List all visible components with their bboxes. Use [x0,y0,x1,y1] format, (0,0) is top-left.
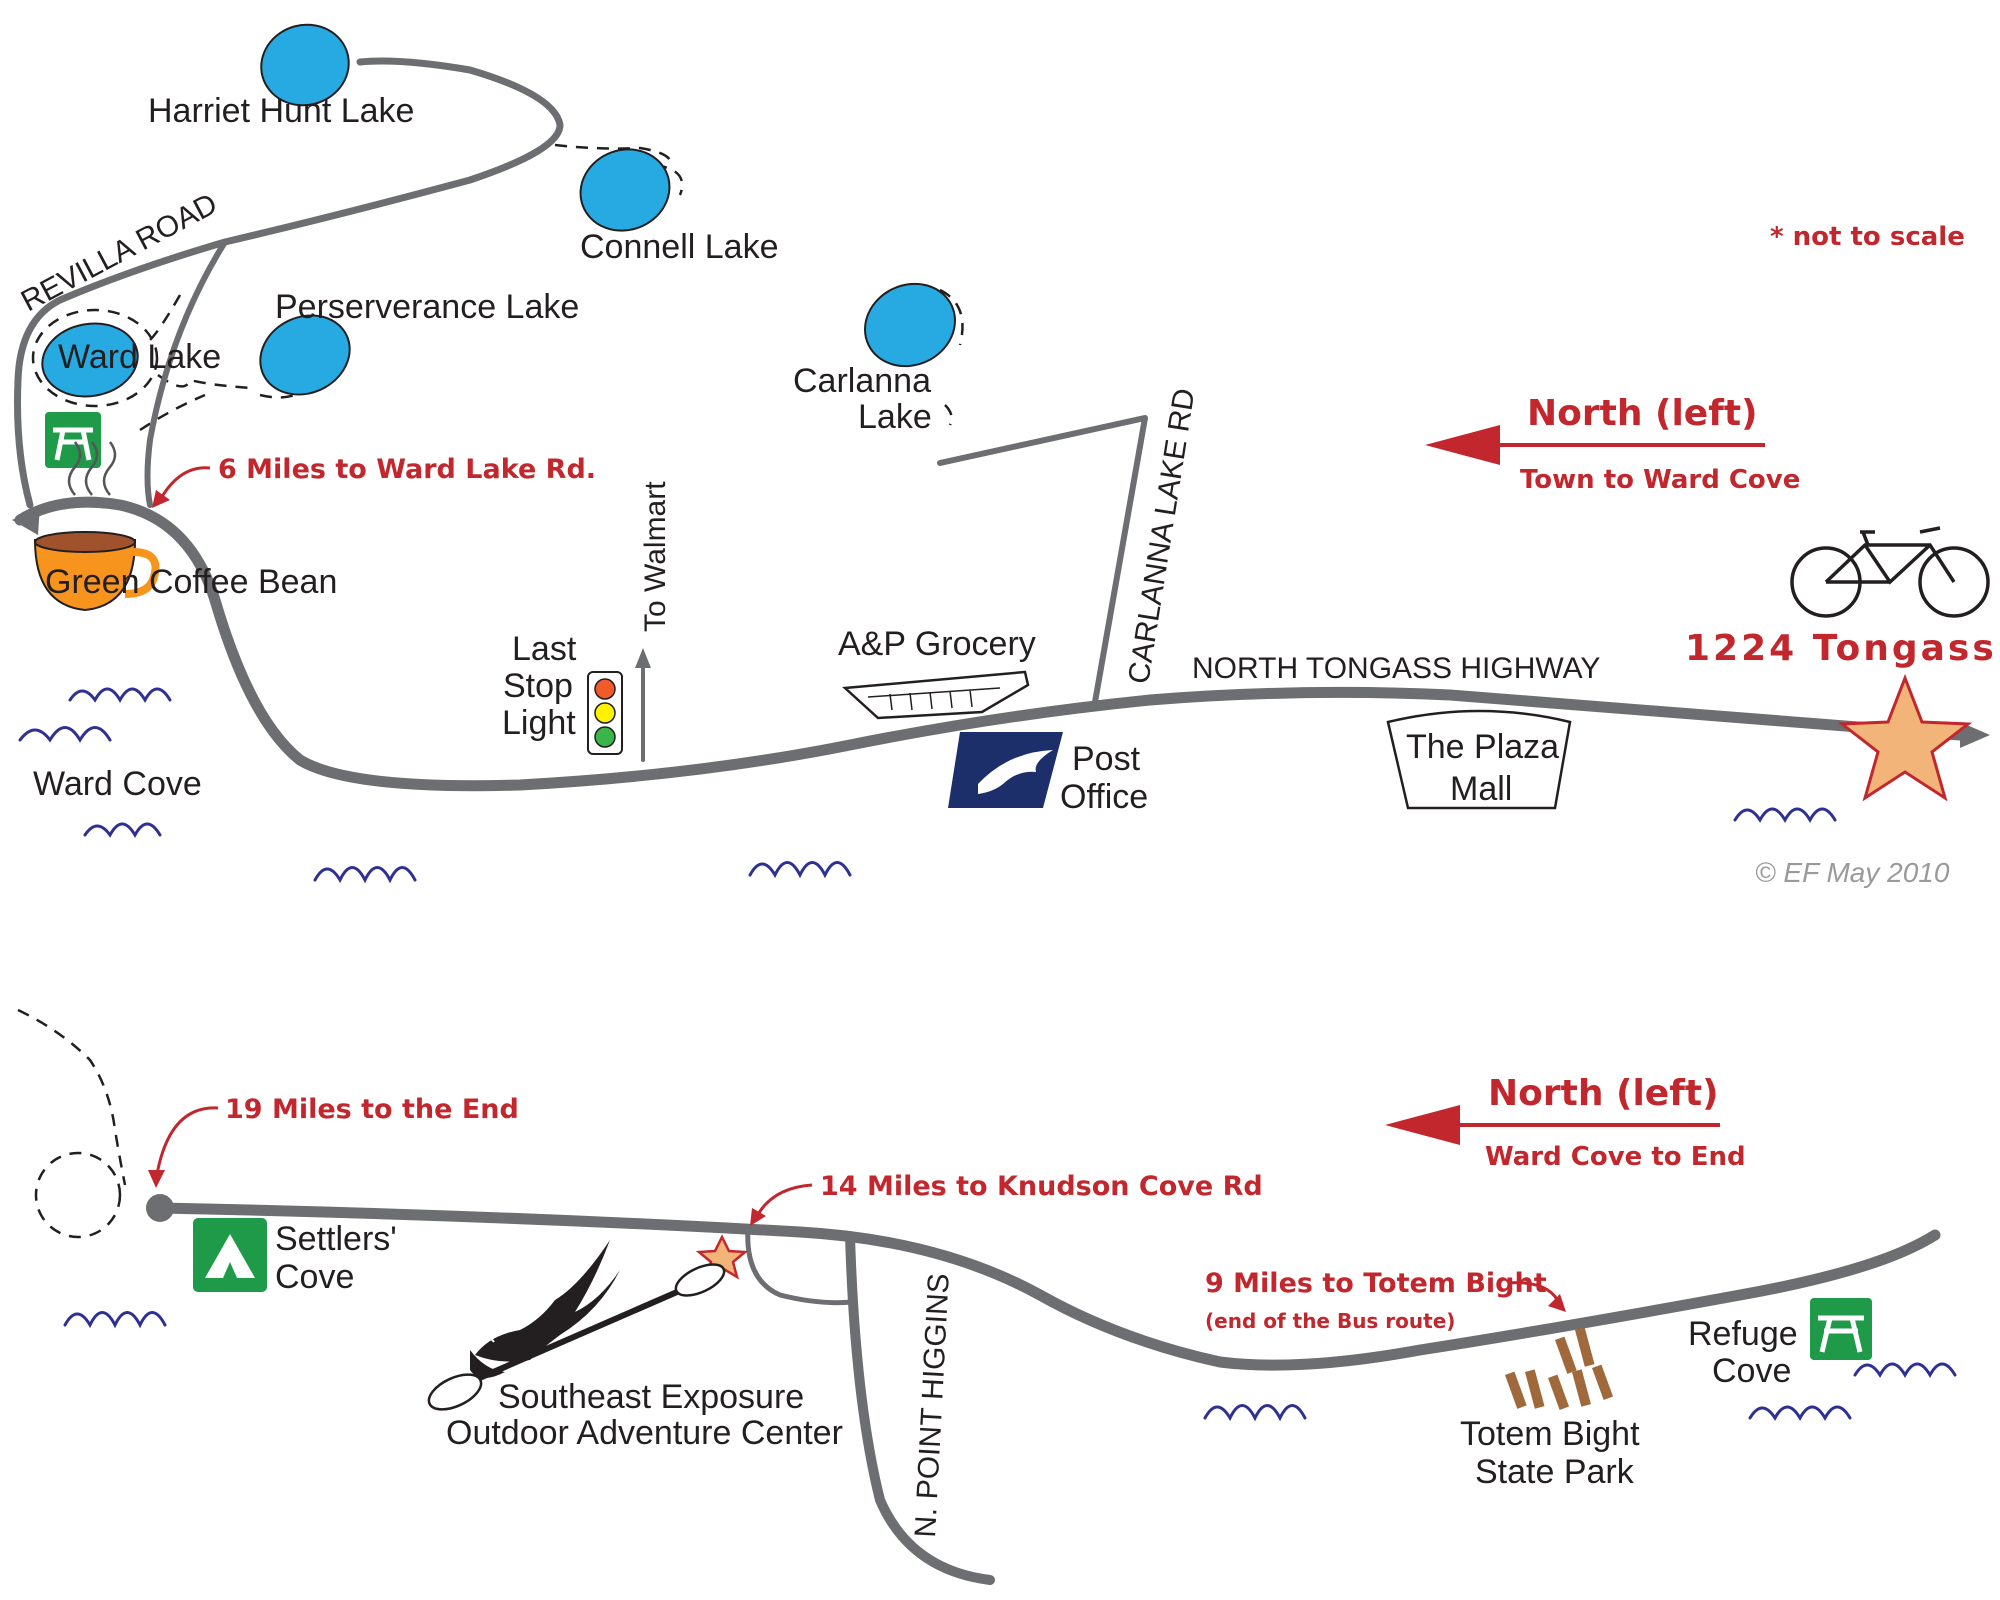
bottom-section [17,1008,1957,1585]
carlanna-lake-road [937,415,1148,705]
trails-top [31,143,964,432]
last-stop-light-label-1: Last [512,630,577,668]
water-waves-top [18,687,1837,884]
tent-icon [193,1218,267,1292]
highway-east-arrow [1960,722,1990,748]
post-office-label-2: Office [1060,778,1148,816]
revilla-road [14,238,229,509]
bus-route-annotation: (end of the Bus route) [1205,1309,1455,1333]
direction-title-top: North (left) [1527,393,1758,434]
plaza-mall-label-2: Mall [1450,770,1512,808]
n-point-higgins-road [845,1231,995,1585]
harriet-hunt-lake [260,23,350,107]
direction-title-bottom: North (left) [1488,1073,1719,1114]
star-icon [1837,673,1973,802]
to-walmart-label: To Walmart [639,481,672,632]
not-to-scale-note: * not to scale [1770,222,1965,252]
last-stop-light-label-2: Stop [503,667,573,705]
road-end-dot [146,1194,174,1222]
refuge-cove-label-2: Cove [1712,1352,1791,1390]
totem-icon [1504,1327,1614,1410]
last-stop-light-label-3: Light [502,704,576,742]
traffic-light-icon [587,671,623,755]
direction-subtitle-bottom: Ward Cove to End [1485,1142,1746,1172]
end-pointer [154,1106,219,1181]
ward-lake-rd-annotation: 6 Miles to Ward Lake Rd. [218,454,596,485]
settlers-cove-label-1: Settlers' [275,1220,397,1258]
refuge-cove-label-1: Refuge [1688,1315,1798,1353]
southeast-exposure-label-2: Outdoor Adventure Center [446,1414,843,1452]
post-office-label-1: Post [1072,740,1141,778]
ward-lake-road [144,239,228,508]
ward-lake-label: Ward Lake [58,338,221,376]
green-coffee-bean-label: Green Coffee Bean [45,563,337,601]
southeast-exposure-label-1: Southeast Exposure [498,1378,804,1416]
harriet-hunt-road [221,57,564,246]
usps-eagle-icon [948,732,1063,808]
ward-cove-label: Ward Cove [33,765,202,803]
top-section [12,23,1990,884]
carlanna-lake-label-2: Lake [858,398,932,436]
totem-bight-annotation: 9 Miles to Totem Bight [1205,1268,1547,1299]
direction-arrow-bottom [1385,1105,1720,1145]
destination-label: 1224 Tongass [1685,628,1997,669]
ward-lake [41,322,139,398]
end-annotation: 19 Miles to the End [225,1094,519,1125]
eagle-kayak-icon [427,1240,726,1411]
plaza-mall-label-1: The Plaza [1406,728,1559,766]
direction-arrow-top [1425,425,1765,465]
coffee-cup-icon [33,441,160,612]
totem-bight-label-1: Totem Bight [1460,1415,1640,1453]
picnic-table-icon-refuge [1810,1298,1872,1360]
north-tongass-bottom [154,1202,1941,1371]
ap-grocery-label: A&P Grocery [838,625,1036,663]
plaza-mall-icon [1386,709,1572,810]
ward-lake-rd-pointer [158,466,211,501]
bicycle-icon [1790,526,1990,618]
direction-subtitle-top: Town to Ward Cove [1520,465,1800,495]
carlanna-lake-rd-label: CARLANNA LAKE RD [1122,386,1201,686]
ap-grocery-icon [842,670,1030,720]
perserverance-lake-label: Perserverance Lake [275,288,579,326]
highway-west-arrow [12,505,40,535]
perserverance-lake [259,314,351,396]
connell-lake [579,148,671,232]
carlanna-lake-label-1: Carlanna [793,362,931,400]
picnic-table-icon [45,412,101,468]
knudson-annotation: 14 Miles to Knudson Cove Rd [820,1171,1263,1202]
north-tongass-highway-label: NORTH TONGASS HIGHWAY [1192,652,1600,685]
knudson-cove-loop [745,1225,855,1306]
north-tongass-highway [14,496,1966,792]
harriet-hunt-lake-label: Harriet Hunt Lake [148,92,414,130]
totem-bight-label-2: State Park [1475,1453,1635,1491]
n-point-higgins-label: N. POINT HIGGINS [909,1273,956,1539]
settlers-cove-label-2: Cove [275,1258,354,1296]
carlanna-lake [864,282,956,368]
connell-lake-label: Connell Lake [580,228,778,266]
copyright: © EF May 2010 [1755,857,1950,888]
